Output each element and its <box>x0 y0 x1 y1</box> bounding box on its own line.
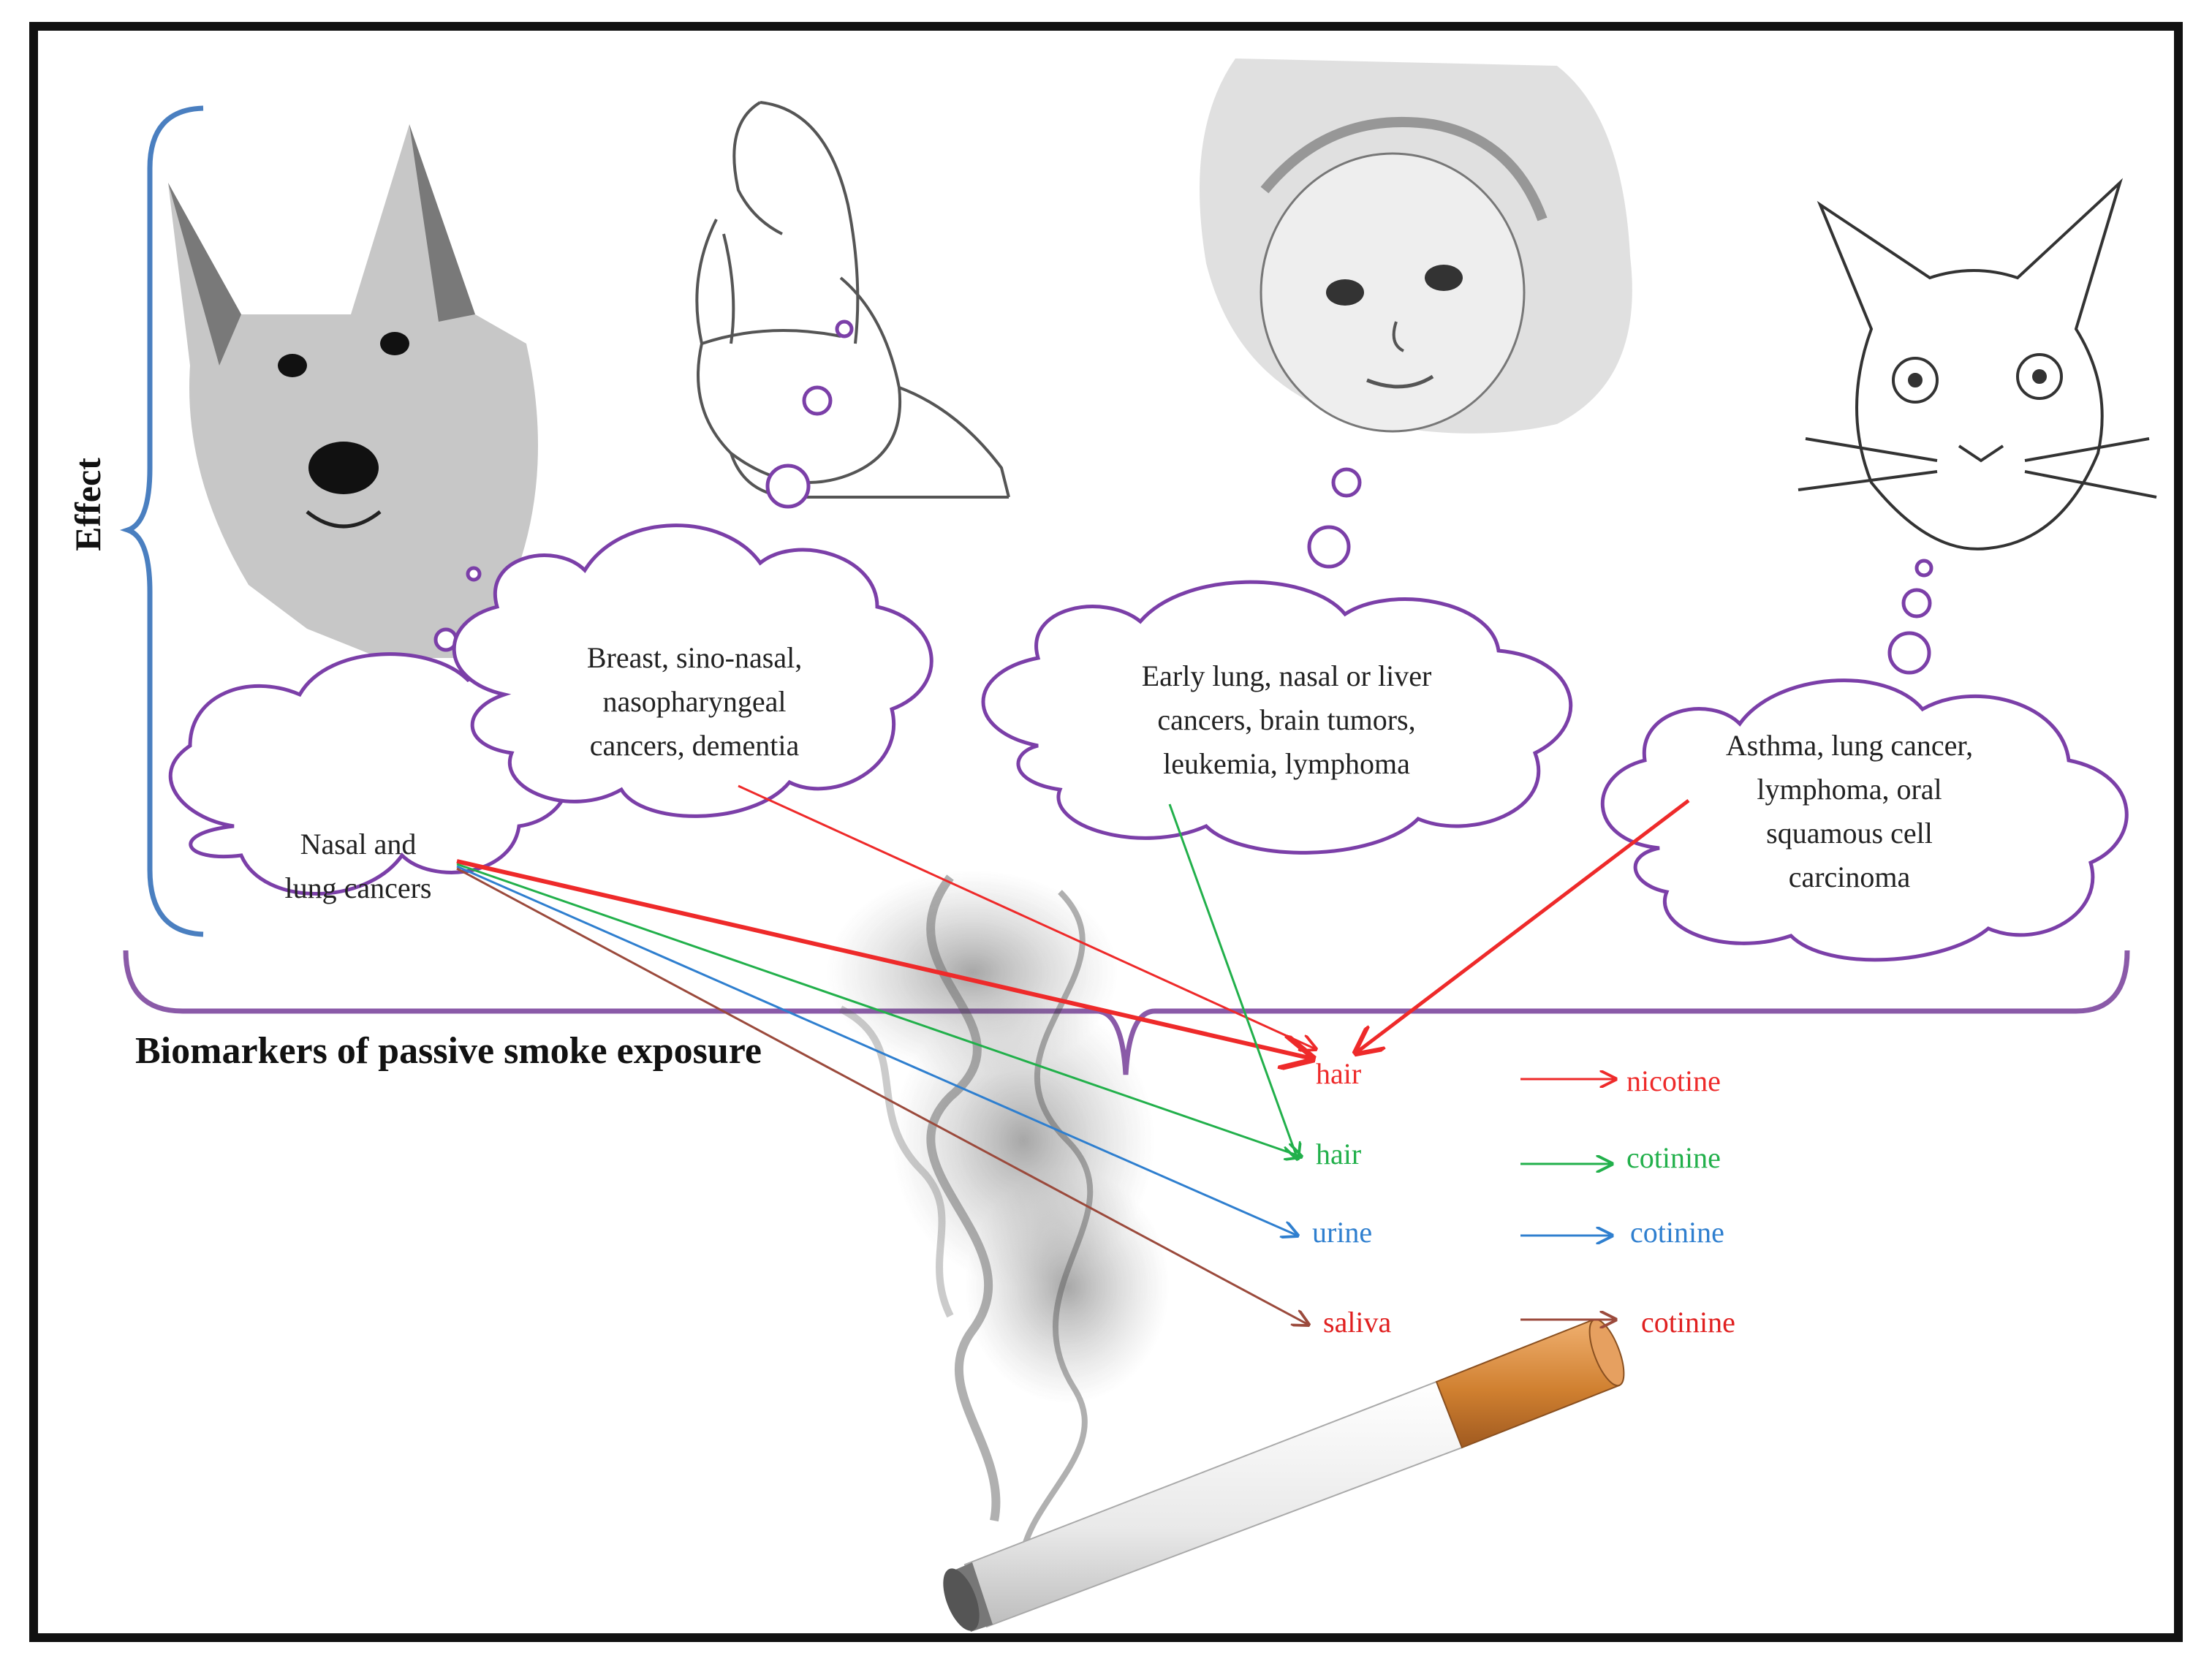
cloud-text-child: Early lung, nasal or liver cancers, brai… <box>1045 654 1528 786</box>
matrix-label: saliva <box>1323 1306 1392 1339</box>
matrix-label: hair <box>1316 1138 1362 1170</box>
effect-label: Effect <box>67 458 108 551</box>
marker-label: cotinine <box>1630 1216 1724 1249</box>
cloud-line: cancers, brain tumors, <box>1157 703 1416 736</box>
cloud-woman <box>452 523 933 818</box>
cloud-line: Asthma, lung cancer, <box>1725 729 1974 762</box>
cloud-line: nasopharyngeal <box>602 685 787 718</box>
cloud-line: Breast, sino-nasal, <box>586 641 803 674</box>
smoke-illustration <box>826 870 1170 1551</box>
cloud-child <box>981 580 1573 855</box>
cloud-line: lymphoma, oral <box>1757 773 1942 806</box>
cigarette-illustration <box>943 1318 1625 1632</box>
arrow-cat-to-hair-nicotine <box>1356 799 1690 1053</box>
cloud-line: cancers, dementia <box>589 729 800 762</box>
cat-illustration <box>1798 178 2157 551</box>
cloud-line: squamous cell <box>1766 817 1933 850</box>
cloud-line: lung cancers <box>284 871 432 904</box>
cloud-text-woman: Breast, sino-nasal, nasopharyngeal cance… <box>497 636 892 768</box>
thought-trail-child <box>1307 467 1362 569</box>
thought-trail-woman <box>765 319 854 509</box>
child-illustration <box>1200 58 1632 434</box>
marker-label: nicotine <box>1626 1064 1721 1097</box>
cloud-line: Nasal and <box>300 828 417 860</box>
cloud-cat <box>1600 678 2129 962</box>
dog-illustration <box>168 124 538 658</box>
cloud-line: carcinoma <box>1788 860 1911 893</box>
arrow-woman-to-hair-nicotine <box>738 784 1316 1049</box>
arrow-dog-to-hair-nicotine <box>456 859 1312 1059</box>
section-title: Biomarkers of passive smoke exposure <box>135 1030 762 1072</box>
matrix-label: urine <box>1312 1216 1373 1249</box>
arrow-dog-to-saliva-cotinine <box>456 867 1308 1325</box>
pregnant-woman-illustration <box>695 101 1010 499</box>
matrix-label: hair <box>1316 1057 1362 1090</box>
thought-trail-cat <box>1887 559 1933 675</box>
arrow-dog-to-urine-cotinine <box>456 865 1298 1236</box>
effect-brace <box>119 105 204 937</box>
cloud-text-cat: Asthma, lung cancer, lymphoma, oral squa… <box>1645 724 2054 899</box>
marker-label: cotinine <box>1641 1306 1735 1339</box>
arrow-child-to-hair-cotinine <box>1168 803 1298 1159</box>
arrow-dog-to-hair-cotinine <box>456 863 1301 1157</box>
marker-label: cotinine <box>1626 1141 1721 1174</box>
connector-arrows <box>456 784 1690 1325</box>
cloud-line: leukemia, lymphoma <box>1163 747 1410 780</box>
cloud-line: Early lung, nasal or liver <box>1141 659 1432 692</box>
cloud-text-dog: Nasal and lung cancers <box>186 822 530 910</box>
